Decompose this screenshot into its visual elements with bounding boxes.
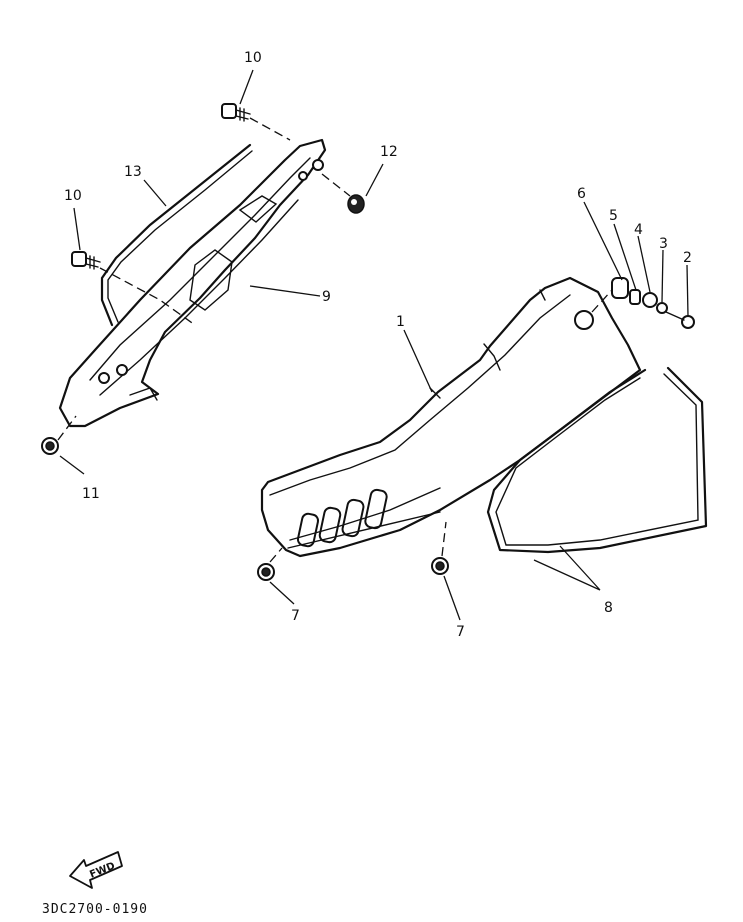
callout-3: 3 [659,236,668,252]
callout-13: 13 [124,164,142,180]
screw-10-left [71,251,101,270]
callout-9: 9 [322,289,331,305]
callout-11: 11 [82,486,100,502]
callout-1: 1 [396,314,405,330]
grommet-7-right [431,557,449,575]
fwd-arrow-icon: FWD [69,851,123,889]
callout-5: 5 [609,208,618,224]
left-side-cover [58,138,327,428]
right-side-cover [260,276,642,558]
grommet-7-left [257,563,275,581]
grommet-12 [347,194,365,214]
trim-strip-8-b [495,373,699,546]
washer-4 [642,292,658,308]
callout-7-left: 7 [291,608,300,624]
collar-6 [611,277,629,299]
grommet-11 [41,437,59,455]
screw-10-top [221,103,251,122]
screw-2 [681,315,695,329]
callout-7-right: 7 [456,624,465,640]
diagram-code: 3DC2700-0190 [42,902,148,917]
trim-strip-8-a [486,366,708,554]
callout-12: 12 [380,144,398,160]
callout-8: 8 [604,600,613,616]
callout-10-left: 10 [64,188,82,204]
callout-10-top: 10 [244,50,262,66]
spacer-5 [629,289,641,305]
washer-3 [656,302,668,314]
callout-6: 6 [577,186,586,202]
callout-4: 4 [634,222,643,238]
trim-strip-13-inner [107,150,253,323]
hardware-stack [611,277,695,329]
callout-2: 2 [683,250,692,266]
trim-strip-13 [100,143,252,327]
